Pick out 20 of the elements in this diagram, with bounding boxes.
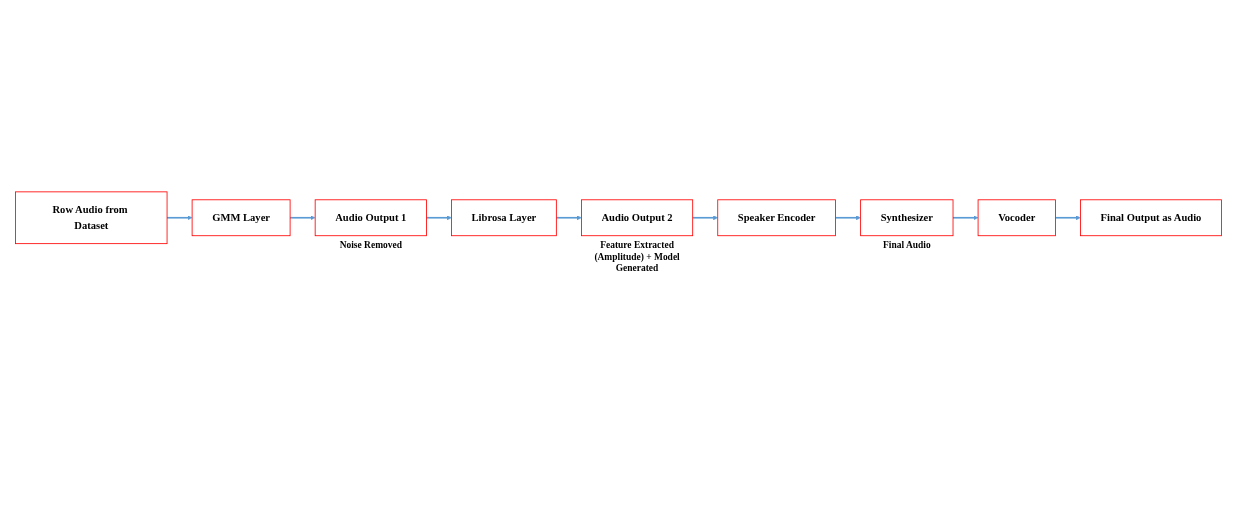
node-caption: Final Audio [882, 240, 932, 252]
node-box: Vocoder [977, 199, 1056, 237]
arrow [952, 215, 979, 221]
node-box: GMM Layer [191, 199, 291, 237]
node-caption: Feature Extracted (Amplitude) + Model Generated [593, 240, 681, 274]
node-box: Synthesizer [860, 199, 954, 237]
node-caption: Noise Removed [338, 240, 403, 252]
node-box: Final Output as Audio [1080, 199, 1222, 237]
node-box: Audio Output 1 [314, 199, 427, 237]
node-box: Row Audio from Dataset [15, 191, 168, 245]
arrow [691, 215, 718, 221]
arrow [289, 215, 316, 221]
arrow [834, 215, 861, 221]
arrow [555, 215, 582, 221]
node-box: Speaker Encoder [717, 199, 836, 237]
arrow [1054, 215, 1081, 221]
node-box: Audio Output 2 [581, 199, 694, 237]
node-box: Librosa Layer [451, 199, 557, 237]
arrow [166, 215, 193, 221]
arrow [425, 215, 452, 221]
